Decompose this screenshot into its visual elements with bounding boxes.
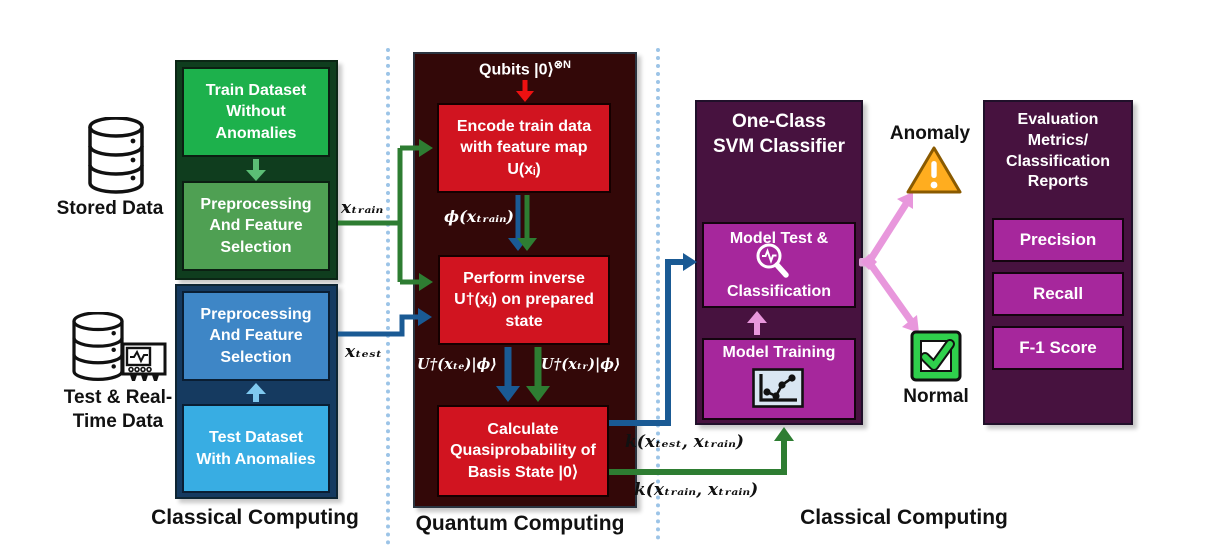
training-chart-icon [752,368,804,413]
inspect-magnifier-icon [752,241,794,288]
test-dataset-box: Test Dataset With Anomalies [182,404,330,493]
calculate-quasiprobability-box: Calculate Quasiprobability of Basis Stat… [437,405,609,497]
anomaly-label: Anomaly [889,123,971,144]
train-dataset-label: Train Dataset Without Anomalies [205,82,307,142]
svm-title: One-Class SVM Classifier [713,111,845,157]
preprocess-test-label: Preprocessing And Feature Selection [200,306,312,366]
model-training-label: Model Training [722,344,836,361]
metric-f1-box: F-1 Score [992,326,1124,370]
u-dagger-test-label: U†(xₜₑ)|ϕ⟩ [417,356,497,373]
encode-box: Encode train data with feature map U(xᵢ) [437,103,611,193]
realtime-database-icon [70,311,126,389]
normal-check-icon [910,330,962,387]
test-realtime-data-label: Test & Real-Time Data [63,387,173,432]
k-train-train-label: k(xₜᵣₐᵢₙ, xₜᵣₐᵢₙ) [634,480,759,500]
evaluation-title: Evaluation Metrics/ Classification Repor… [1005,111,1111,191]
preprocess-test-box: Preprocessing And Feature Selection [182,291,330,381]
qubits-superscript: ⊗N [553,59,571,71]
stored-data-label: Stored Data [56,198,164,219]
encode-label: Encode train data with feature map U(xᵢ) [456,118,592,178]
anomaly-warning-icon [905,144,963,201]
section-divider-left [386,48,390,545]
qubits-label: Qubits |0⟩⊗N [479,59,571,79]
calculate-label: Calculate Quasiprobability of Basis Stat… [450,421,596,481]
classical-computing-left-title: Classical Computing [151,506,359,529]
quantum-computing-title: Quantum Computing [415,512,625,535]
k-test-train-label: k(xₜₑₛₜ, xₜᵣₐᵢₙ) [625,432,744,452]
metric-recall-box: Recall [992,272,1124,316]
perform-inverse-box: Perform inverse U†(xⱼ) on prepared state [438,255,610,345]
oscilloscope-icon [121,342,167,389]
phi-xtrain-label: ϕ(xₜᵣₐᵢₙ) [444,207,514,226]
metric-precision-label: Precision [1019,229,1097,249]
metric-precision-box: Precision [992,218,1124,262]
x-train-label: xₜᵣₐᵢₙ [341,198,384,218]
metric-recall-label: Recall [1032,283,1084,303]
test-dataset-label: Test Dataset With Anomalies [196,429,316,468]
arrow-split-anomaly-normal [861,192,919,333]
model-test-top-label: Model Test & [729,230,829,247]
classical-computing-right-title: Classical Computing [800,506,1008,529]
preprocess-train-box: Preprocessing And Feature Selection [182,181,330,271]
train-dataset-box: Train Dataset Without Anomalies [182,67,330,157]
section-divider-right [656,48,660,540]
u-dagger-train-label: U†(xₜᵣ)|ϕ⟩ [541,356,621,373]
metric-f1-label: F-1 Score [1019,337,1097,357]
preprocess-train-label: Preprocessing And Feature Selection [200,196,312,256]
x-test-label: xₜₑₛₜ [345,342,382,362]
evaluation-container [983,100,1133,425]
perform-inverse-label: Perform inverse U†(xⱼ) on prepared state [454,270,594,330]
model-test-bottom-label: Classification [726,283,832,300]
stored-database-icon [86,116,146,202]
normal-label: Normal [903,386,969,407]
